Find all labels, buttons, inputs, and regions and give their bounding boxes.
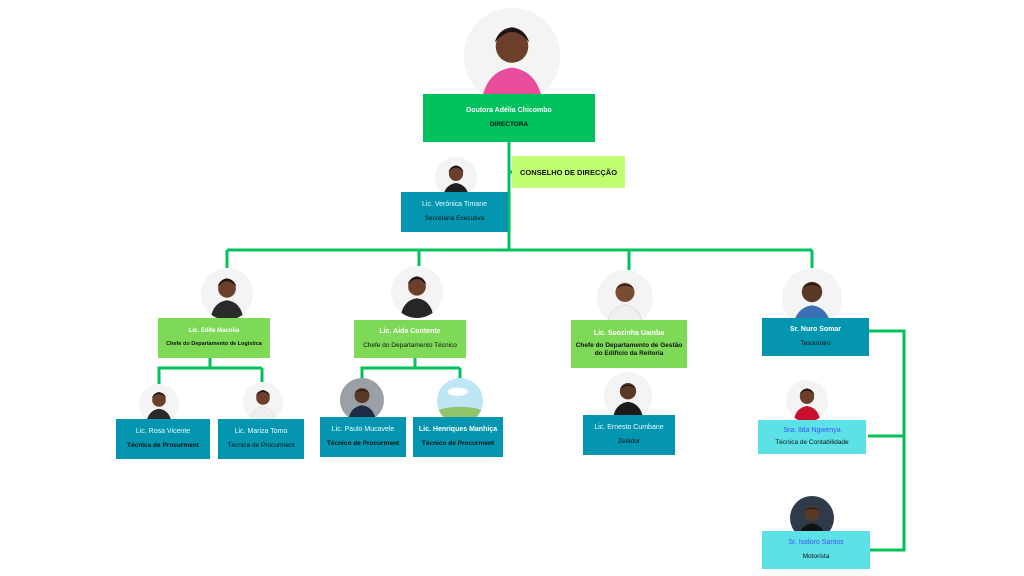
department-head-role: Chefe do Departamento Técnico (363, 341, 457, 349)
staff-box: Lic. Rosa Vicente Técnica de Procurment (116, 419, 210, 459)
staff-box: Lic. Mariza Tomo Técnica de Procurment (218, 419, 304, 459)
department-head-name: Lic. Edite Macolia (188, 328, 240, 335)
person-photo-icon (604, 372, 652, 420)
department-head-name: Sr. Nuro Somar (790, 326, 841, 334)
person-photo-icon (340, 378, 384, 422)
staff-name: Lic. Rosa Vicente (135, 428, 191, 436)
person-photo-icon (786, 380, 828, 422)
director-name: Doutora Adélia Chicombo (466, 107, 552, 115)
staff-box: Sra. Ilda Ngwenya Técnica de Contabilida… (758, 420, 866, 454)
staff-name: Lic. Paulo Mucavele (331, 426, 395, 434)
staff-photo (786, 380, 828, 422)
staff-photo (139, 384, 179, 424)
connector-logistics-staff (157, 358, 212, 384)
department-box: Lic. Aida Contente Chefe do Departamento… (354, 320, 466, 358)
person-photo-icon (464, 8, 560, 104)
secretary-box: Lic. Verónica Timane Secretária Executiv… (401, 192, 508, 232)
department-head-role: Tesoureiro (800, 339, 831, 347)
department-box: Sr. Nuro Somar Tesoureiro (762, 318, 869, 356)
department-head-photo (201, 268, 253, 320)
staff-photo (340, 378, 384, 422)
secretary-name: Lic. Verónica Timane (422, 201, 487, 209)
connector-technical-staff (360, 358, 417, 380)
department-head-photo (391, 266, 443, 318)
staff-photo (604, 372, 652, 420)
staff-role: Técnica de Contabilidade (775, 439, 849, 447)
staff-name: Lic. Henriques Manhiça (418, 426, 498, 434)
staff-role: Técnica de Procurment (127, 441, 199, 449)
staff-role: Técnico de Procurment (421, 439, 495, 447)
staff-role: Motorista (802, 552, 830, 560)
staff-name: Sr. Isidoro Santos (788, 539, 844, 547)
staff-name: Lic. Mariza Tomo (234, 428, 288, 436)
department-head-role: Chefe do Departamento de Logística (166, 340, 262, 347)
department-head-name: Lic. Aida Contente (379, 328, 441, 336)
staff-photo (437, 378, 483, 424)
staff-box: Lic. Paulo Mucavele Técnico de Procurmen… (320, 417, 406, 457)
staff-role: Técnico de Procurment (326, 439, 400, 447)
person-photo-icon (201, 268, 253, 320)
department-box: Lic. Edite Macolia Chefe do Departamento… (158, 318, 270, 358)
staff-role: Zelador (617, 437, 641, 445)
staff-box: Lic. Henriques Manhiça Técnico de Procur… (413, 417, 503, 457)
person-photo-icon (391, 266, 443, 318)
person-photo-icon (243, 382, 283, 422)
department-box: Lic. Soozinha Uamba Chefe do Departament… (571, 320, 687, 368)
staff-box: Lic. Ernesto Cumbane Zelador (583, 415, 675, 455)
staff-name: Lic. Ernesto Cumbane (594, 424, 664, 432)
staff-box: Sr. Isidoro Santos Motorista (762, 531, 870, 569)
staff-name: Sra. Ilda Ngwenya (783, 426, 841, 434)
department-head-photo (597, 270, 653, 326)
staff-photo (243, 382, 283, 422)
department-head-name: Lic. Soozinha Uamba (593, 329, 665, 337)
secretary-role: Secretária Executiva (424, 214, 485, 222)
person-photo-icon (597, 270, 653, 326)
department-head-role: Chefe do Departamento de Gestão do Edifí… (575, 342, 683, 358)
connector-treasury-staff (868, 329, 906, 552)
director-role: DIRECTORA (489, 120, 529, 128)
landscape-placeholder-icon (437, 378, 483, 424)
director-photo (464, 8, 560, 104)
person-photo-icon (139, 384, 179, 424)
staff-role: Técnica de Procurment (227, 441, 295, 449)
council-box: CONSELHO DE DIRECÇÃO (512, 156, 625, 188)
director-box: Doutora Adélia Chicombo DIRECTORA (423, 94, 595, 142)
